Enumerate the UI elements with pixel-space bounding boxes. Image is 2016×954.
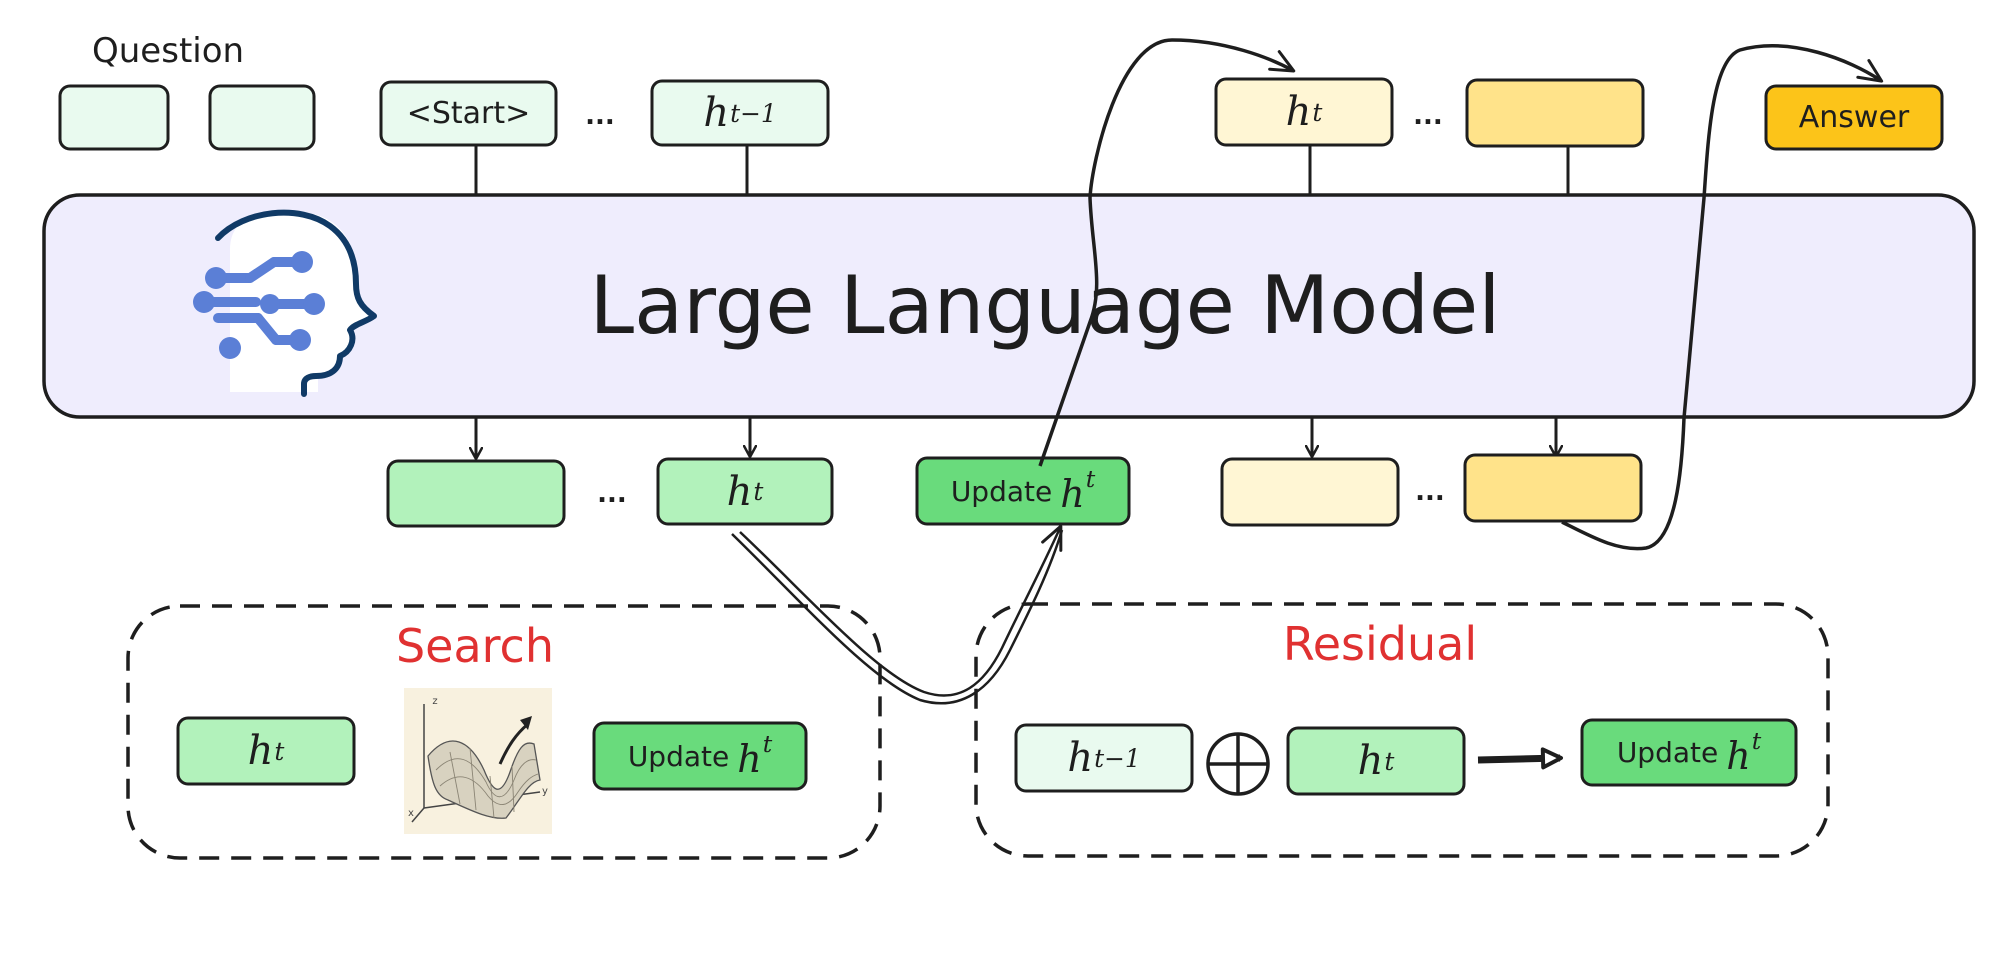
search-update-h: ht [737,730,772,781]
search-update-h-base: h [737,737,762,782]
update-h-sup: t [1085,465,1096,494]
loopback-arrow-h-t [1038,38,1296,467]
residual-update-box [1580,718,1798,787]
h-prev-token-box [650,79,830,147]
search-axis-y: y [542,785,548,797]
update-h-t-label: Update ht [917,458,1129,524]
update-h-t-box [915,456,1131,526]
residual-h-t-box [1286,726,1466,796]
residual-h-prev-base: h [1067,735,1094,781]
h-t-top-base: h [1285,89,1312,135]
h-prev-sup: t−1 [730,98,777,128]
update-text: Update [950,474,1053,508]
question-token-box-2 [208,84,316,151]
residual-update-text: Update [1616,736,1719,769]
search-h-base: h [247,728,274,774]
answer-label: Answer [1798,100,1910,135]
answer-box [1764,84,1944,151]
update-h-base: h [1060,472,1085,517]
h-t-top-sup: t [1312,97,1323,127]
llm-block [42,193,1976,419]
residual-title: Residual [1282,617,1478,671]
search-panel [126,604,882,860]
search-update-text: Update [627,739,730,773]
search-update-label: Update ht [594,723,806,789]
search-h-sup: t [274,736,285,766]
search-flow-line-outer [731,529,1064,705]
search-title: Search [395,619,555,673]
question-token-box-1 [58,84,170,151]
search-update-h-sup: t [762,730,773,759]
residual-h-prev-box [1014,723,1194,793]
residual-arrow [1477,747,1563,770]
output-h-sup: t [753,477,764,506]
search-axis-z: z [432,695,438,707]
h-t-top-box [1214,77,1394,147]
yellow-output-box-1 [1220,457,1400,527]
3d-surface-plot-icon [404,688,552,834]
residual-panel [974,602,1830,858]
start-token-box [379,80,558,147]
residual-h-sup: t [1384,746,1395,776]
llm-title: Large Language Model [589,258,1501,352]
output-h-t-box [656,457,834,526]
residual-update-label: Update ht [1582,720,1796,785]
update-h: ht [1060,465,1095,516]
residual-update-h-base: h [1726,734,1751,778]
residual-update-h: ht [1726,727,1761,778]
output-box-1 [386,459,566,528]
h-prev-base: h [703,90,730,136]
residual-h-base: h [1357,738,1384,784]
search-axis-x: x [408,807,414,819]
start-token-label: <Start> [406,96,531,131]
search-update-box [592,721,808,791]
ai-head-circuit-icon [193,209,377,397]
output-h-base: h [726,468,753,515]
answer-arrow [1561,44,1884,551]
search-flow-line-inner [739,524,1063,697]
oplus-icon [1206,732,1270,796]
yellow-top-box [1465,78,1645,148]
ellipsis-mid-1: ... [597,479,627,509]
yellow-output-box-2 [1463,453,1643,523]
question-label: Question [92,31,245,71]
residual-update-h-sup: t [1751,726,1762,755]
ellipsis-mid-2: ... [1415,477,1445,507]
ellipsis-top-1: ... [585,101,615,131]
residual-h-prev-sup: t−1 [1094,743,1141,773]
ellipsis-top-2: ... [1413,101,1443,131]
search-h-t-box [176,716,356,786]
